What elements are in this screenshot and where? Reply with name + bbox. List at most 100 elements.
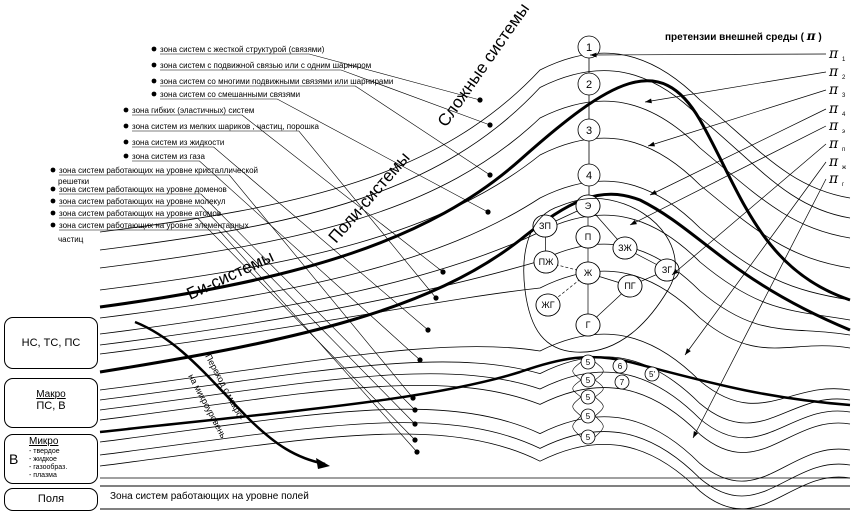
pretensions-label: претензии внешней среды ( π ) xyxy=(665,29,822,43)
micro-box: В Микро - твердое - жидкое - газообраз. … xyxy=(4,434,98,484)
node-top-label: 2 xyxy=(586,79,592,91)
pi-symbol: π xyxy=(828,101,839,117)
pi-subscript: 4 xyxy=(842,112,846,118)
zone-end-dot xyxy=(485,209,491,215)
zone-leader-line xyxy=(132,114,444,273)
pi-symbol: π xyxy=(828,118,839,134)
micro-letter: В xyxy=(9,451,19,467)
zone-bullet xyxy=(123,153,129,159)
micro-item-1: - твердое xyxy=(29,448,60,455)
zone-leader-line xyxy=(160,53,481,101)
node-mid-text: ЖГ xyxy=(541,300,554,310)
node-mid-text: Г xyxy=(586,320,591,330)
complex-systems-label: Сложные системы xyxy=(434,0,533,130)
pi-arrowhead xyxy=(685,348,691,355)
transition-arrowhead xyxy=(316,458,330,469)
zone-bullet xyxy=(50,167,56,173)
transition-arrow xyxy=(134,320,326,466)
node-mid-text: ПЖ xyxy=(539,257,554,267)
pi-arrowhead xyxy=(648,141,655,147)
pi-arrowhead xyxy=(650,189,657,195)
zone-end-dot xyxy=(440,269,446,275)
pi-arrow xyxy=(644,71,827,103)
node-mid-text: ЗЖ xyxy=(618,243,632,253)
macro-sub: ПС, В xyxy=(36,400,66,412)
pi-subscript: 3 xyxy=(842,93,846,99)
thin-curve xyxy=(99,214,851,335)
zone-leader-line xyxy=(132,146,429,331)
pi-arrowhead xyxy=(590,52,597,58)
zone-end-dot xyxy=(477,97,483,103)
zone-label: зона систем работающих на уровне элемент… xyxy=(59,221,249,230)
node-low-label: 6 xyxy=(618,362,623,371)
micro-title: Микро xyxy=(29,436,59,447)
node-mid-fill xyxy=(535,293,561,317)
node-low-label: 7 xyxy=(620,378,625,387)
zone-bullet xyxy=(123,139,129,145)
zone-end-dot xyxy=(417,357,423,363)
thin-curve xyxy=(99,243,851,346)
node-top-label: 1 xyxy=(586,42,592,54)
node-low-label: 5 xyxy=(586,433,591,442)
zone-label: зона систем с подвижной связью или с одн… xyxy=(160,61,371,70)
pi-arrow xyxy=(671,143,827,276)
pi-arrow xyxy=(647,89,827,147)
pi-subscript: э xyxy=(842,129,845,135)
mid-nodes-group: ЭПЗПЗЖПЖЖЗГПГЖГГЭПЗПЗЖПЖЖЗГПГЖГГ xyxy=(532,194,680,337)
poly-systems-curve xyxy=(99,192,851,374)
pi-arrow xyxy=(629,125,827,226)
zone-leader-line xyxy=(160,85,491,176)
node-mid-text: ПГ xyxy=(624,281,635,291)
zone-label: зона систем работающих на уровне атомов xyxy=(59,209,221,218)
zone-bullet xyxy=(50,198,56,204)
macro-title: Макро xyxy=(36,389,66,400)
node-mid-fill xyxy=(575,194,601,218)
zone-end-dot xyxy=(414,449,420,455)
node-mid-text: П xyxy=(585,232,591,242)
zone-label: зона систем из газа xyxy=(132,152,205,161)
node-low-label: 5 xyxy=(586,358,591,367)
thin-curve xyxy=(99,180,851,319)
node-mid-fill xyxy=(575,225,601,249)
pi-arrow xyxy=(649,108,827,196)
zone-leader-line xyxy=(59,205,416,425)
node-mid-fill xyxy=(575,261,601,285)
pi-subscript: г xyxy=(842,182,845,188)
node-low-label: 5 xyxy=(586,393,591,402)
zone-label: зона систем из мелких шариков , частиц, … xyxy=(132,122,320,131)
node-low-link xyxy=(572,396,604,417)
node-low-link xyxy=(572,361,604,381)
pi-symbol: π xyxy=(828,64,839,80)
poly-systems-label: Поли-системы xyxy=(325,148,414,246)
mid-boundary xyxy=(523,198,676,353)
node-mid-fill xyxy=(533,250,559,274)
zone-leader-line xyxy=(59,193,416,411)
zone-leader-line xyxy=(132,160,421,361)
node-low-link xyxy=(572,415,604,438)
zone-end-dot xyxy=(487,122,493,128)
node-low xyxy=(644,366,660,382)
node-mid-text: Э xyxy=(585,201,592,211)
node-low-label: 5' xyxy=(649,370,655,379)
node-mid-fill xyxy=(654,258,680,282)
thin-curve xyxy=(99,333,851,404)
zone-leader-line xyxy=(160,69,491,126)
node-low-label: 5 xyxy=(586,412,591,421)
zone-label: зона систем работающих на уровне доменов xyxy=(59,185,227,194)
pretensions-text: претензии внешней среды ( xyxy=(665,32,805,43)
thin-curve xyxy=(99,384,851,453)
pi-subscript: 1 xyxy=(842,57,846,63)
node-mid-fill xyxy=(612,236,638,260)
zone-label: решетки xyxy=(58,177,89,186)
pi-arrowhead xyxy=(630,219,637,225)
zone-bullet xyxy=(50,186,56,192)
zone-end-dot xyxy=(425,327,431,333)
pi-symbol: π xyxy=(828,46,839,62)
node-low-label: 5 xyxy=(586,376,591,385)
node-mid-fill xyxy=(617,274,643,298)
node-mid-fill xyxy=(532,214,558,238)
pi-symbol: π xyxy=(828,171,839,187)
pretensions-close: ) xyxy=(818,32,821,43)
macro-box: Макро ПС, В xyxy=(4,378,98,428)
